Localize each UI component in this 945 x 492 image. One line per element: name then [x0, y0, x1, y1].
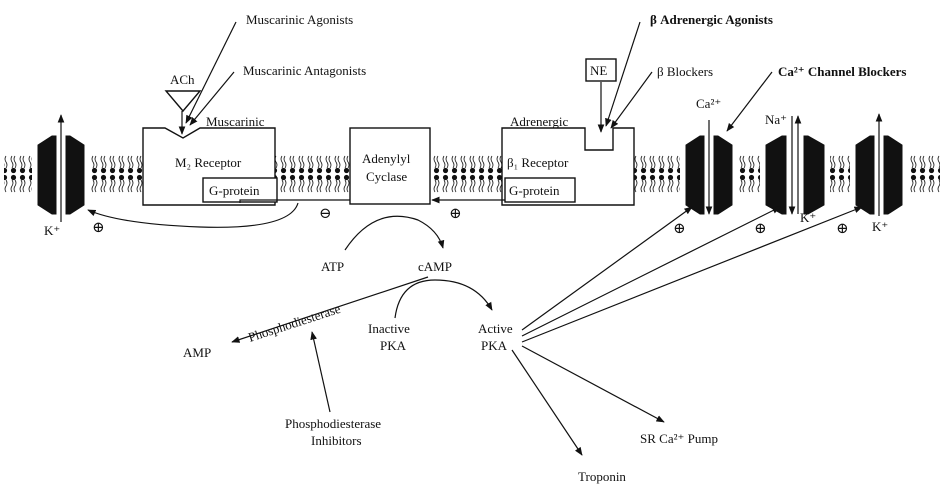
- beta-agonists-label: β Adrenergic Agonists: [650, 12, 773, 27]
- pka-to-troponin: [511, 349, 583, 456]
- minus-icon: ⊖: [319, 206, 332, 222]
- pde-inhibitors-label-1: Phosphodiesterase: [285, 416, 381, 431]
- b1-receptor-label: β₁ Receptor: [507, 155, 569, 170]
- plus-ac-icon: ⊕: [449, 206, 462, 222]
- plus-k-right-icon: ⊕: [836, 221, 849, 237]
- pde-inhibitors-label-2: Inhibitors: [311, 433, 362, 448]
- pka-to-na-channel: [521, 206, 781, 337]
- camp-to-amp: [231, 276, 429, 343]
- beta-blockers-line: [610, 71, 653, 129]
- active-label: Active: [478, 321, 513, 336]
- amp-label: AMP: [183, 345, 211, 360]
- adrenergic-label: Adrenergic: [510, 114, 568, 129]
- ne-label: NE: [590, 63, 607, 78]
- m2-to-k-channel: [87, 202, 299, 228]
- g-protein-left: [202, 177, 278, 203]
- na-k-channel-icon: [760, 115, 830, 215]
- cyclase-label: Cyclase: [366, 169, 407, 184]
- k-channel-right-icon: [850, 113, 908, 216]
- camp-label: cAMP: [418, 259, 452, 274]
- m2-receptor-label: M₂ Receptor: [175, 155, 242, 170]
- ach-triangle: [164, 90, 202, 113]
- beta-blockers-label: β Blockers: [657, 64, 713, 79]
- muscarinic-agonists-line: [185, 21, 237, 124]
- adenylyl-cyclase: [349, 127, 431, 205]
- muscarinic-label: Muscarinic: [206, 114, 265, 129]
- g-protein-left-label: G-protein: [209, 183, 260, 198]
- k-mid-label: K⁺: [800, 210, 816, 225]
- k-right-label: K⁺: [872, 219, 888, 234]
- pka-to-ca-channel: [521, 206, 693, 331]
- ca-channel-blockers-label: Ca²⁺ Channel Blockers: [778, 64, 907, 79]
- pka-to-k-channel: [521, 206, 863, 343]
- phosphodiesterase-label: Phosphodiesterase: [246, 301, 342, 345]
- muscarinic-antagonists-line: [189, 71, 235, 126]
- sr-pump-label: SR Ca²⁺ Pump: [640, 431, 718, 446]
- pka-activation: [394, 279, 493, 319]
- inactive-label: Inactive: [368, 321, 410, 336]
- k-left-label: K⁺: [44, 223, 60, 238]
- beta-agonists-line: [605, 21, 641, 127]
- plus-k-left-icon: ⊕: [92, 220, 105, 236]
- plus-ca-icon: ⊕: [673, 221, 686, 237]
- plus-na-icon: ⊕: [754, 221, 767, 237]
- ach-label: ACh: [170, 72, 195, 87]
- inactive-pka-label: PKA: [380, 338, 407, 353]
- g-protein-right: [504, 177, 576, 203]
- active-pka-label: PKA: [481, 338, 508, 353]
- muscarinic-antagonists-label: Muscarinic Antagonists: [243, 63, 366, 78]
- atp-label: ATP: [321, 259, 344, 274]
- troponin-label: Troponin: [578, 469, 626, 484]
- g-protein-right-label: G-protein: [509, 183, 560, 198]
- ca2-label: Ca²⁺: [696, 96, 721, 111]
- ca-channel-icon: [680, 120, 738, 215]
- muscarinic-agonists-label: Muscarinic Agonists: [246, 12, 353, 27]
- na-label: Na⁺: [765, 112, 787, 127]
- adenylyl-label: Adenylyl: [362, 151, 411, 166]
- pde-inhibitors-line: [310, 331, 331, 413]
- ca-blockers-line: [726, 71, 773, 132]
- k-channel-left-icon: [32, 114, 90, 222]
- atp-to-camp: [344, 215, 445, 251]
- ne-box: [585, 58, 617, 82]
- pka-to-sr-pump: [521, 345, 665, 423]
- m2-to-ac-inhibit: [239, 199, 350, 203]
